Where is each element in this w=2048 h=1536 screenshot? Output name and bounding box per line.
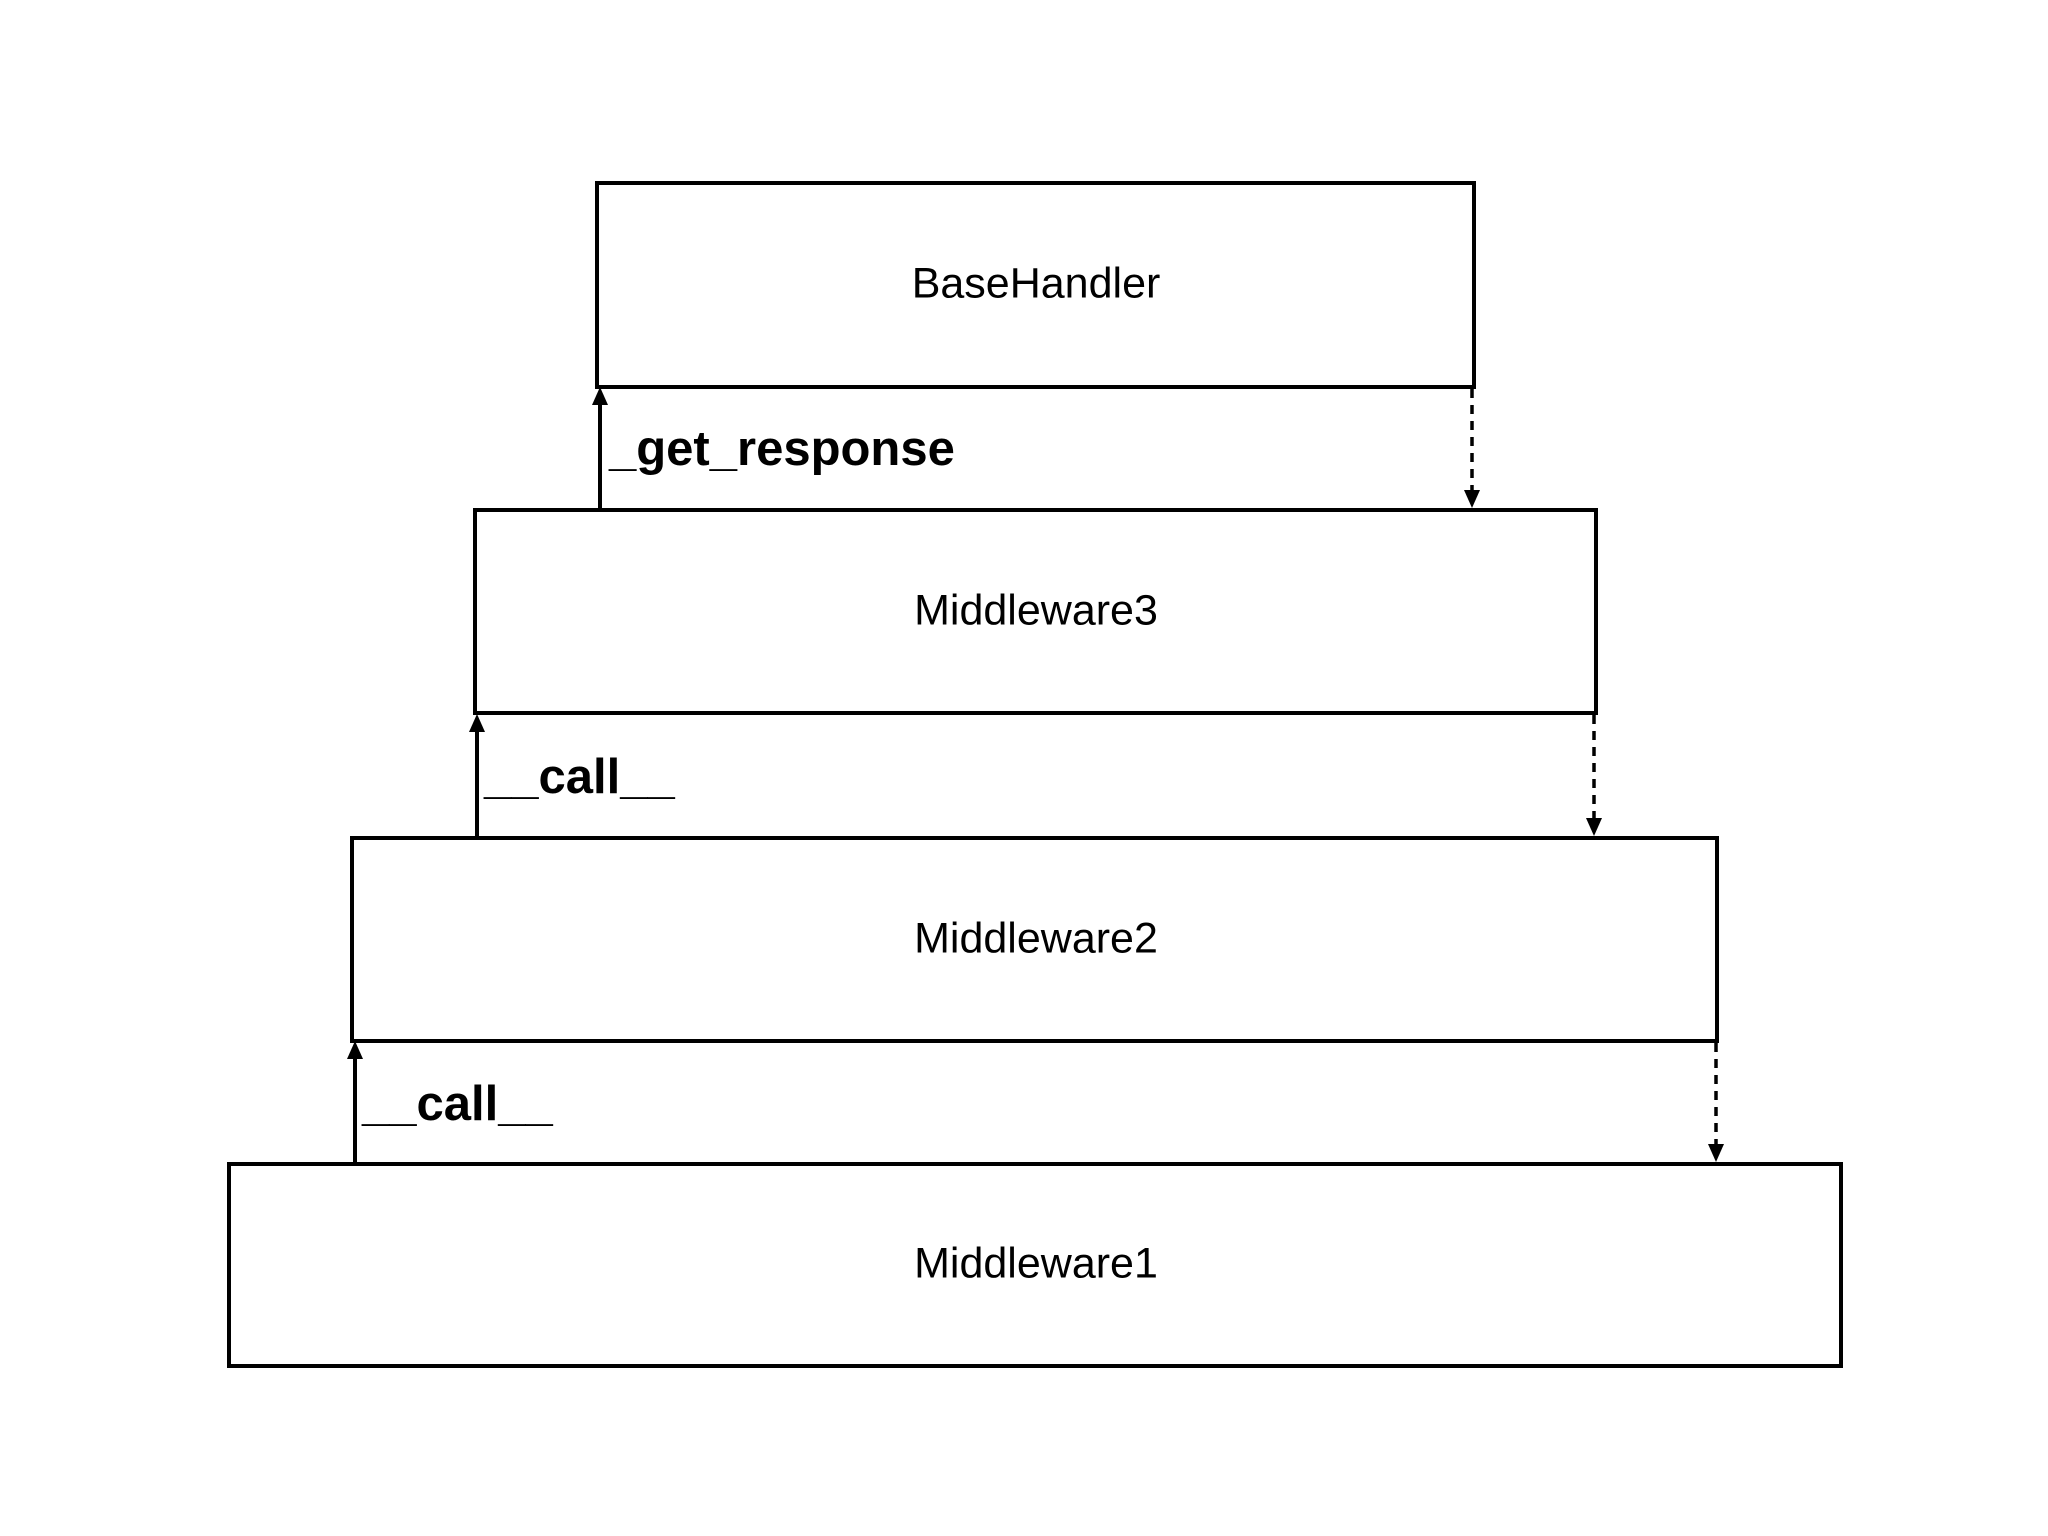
return-arrow-middleware2-head [1708, 1144, 1724, 1162]
call-arrow-get-response: _get_response [592, 387, 955, 508]
layer-middleware3-box [473, 508, 1598, 715]
call-arrow-get-response-head [592, 387, 608, 405]
return-arrow-middleware3 [1586, 715, 1602, 836]
layer-middleware1-box [227, 1162, 1843, 1368]
layer-base-handler-label: BaseHandler [912, 259, 1161, 307]
layer-middleware1: Middleware1 [227, 1162, 1843, 1368]
layer-base-handler: BaseHandler [595, 181, 1476, 389]
call-label-middleware2: __call__ [361, 1077, 553, 1131]
return-arrow-middleware2 [1708, 1043, 1724, 1162]
layer-middleware2: Middleware2 [350, 836, 1719, 1043]
call-arrow-middleware2-head [347, 1041, 363, 1059]
layer-middleware3: Middleware3 [473, 508, 1598, 715]
return-arrow-base-handler-head [1464, 490, 1480, 508]
call-arrow-middleware3: __call__ [469, 714, 675, 836]
call-arrow-middleware3-head [469, 714, 485, 732]
call-label-middleware3: __call__ [483, 750, 675, 804]
return-arrow-base-handler [1464, 389, 1480, 508]
call-label-get-response: _get_response [608, 422, 955, 476]
layer-middleware1-label: Middleware1 [914, 1239, 1158, 1287]
layer-middleware2-box [350, 836, 1719, 1043]
call-arrow-middleware2: __call__ [347, 1041, 553, 1162]
layer-middleware3-label: Middleware3 [914, 586, 1158, 634]
return-arrow-middleware3-head [1586, 818, 1602, 836]
layer-base-handler-box [595, 181, 1476, 389]
layer-middleware2-label: Middleware2 [914, 914, 1158, 962]
